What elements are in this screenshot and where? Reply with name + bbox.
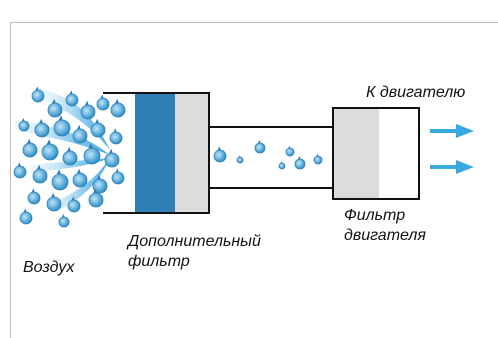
extra-filter [103,92,210,214]
output-arrows [430,124,474,174]
dust-particle [51,173,69,191]
dust-particle-tail [77,168,81,173]
dust-particle-tail [22,118,25,121]
dust-particle-tail [35,86,39,90]
dust-particle-tail [280,161,283,163]
frame-top-border [10,22,498,23]
engine-filter-label-1: Фильтр [344,207,406,224]
dust-particle-tail [51,192,55,197]
dust-particle [32,168,48,184]
dust-particle [67,199,81,213]
dust-particle-tail [97,174,101,179]
dust-particle [72,172,88,188]
dust-particle [80,104,96,120]
dust-particle [110,102,126,118]
dust-particle [254,142,266,154]
dust-particle [285,147,295,157]
dust-particle [22,142,38,158]
dust-particle-tail [258,140,261,143]
dust-particle-tail [17,162,21,166]
dust-particle-tail [95,118,99,123]
connecting-pipe [209,126,333,189]
dust-particle [19,211,33,225]
dust-particle-tail [77,124,81,129]
dust-particle-tail [238,155,241,157]
dust-particle [65,93,79,107]
air-label: Воздух [23,259,75,276]
dust-particle-tail [115,168,119,172]
dust-particle-tail [46,139,51,144]
dust-particle [41,143,59,161]
dust-particle [13,165,27,179]
dust-particle [53,119,71,137]
dust-particle [18,120,30,132]
dust-particle [109,131,123,145]
dust-particle [62,150,78,166]
dust-particle-tail [56,169,61,174]
dust-particle-tail [58,115,63,120]
dust-particle [236,156,244,164]
dust-particle [111,171,125,185]
dust-particles [13,86,323,228]
dust-particle-tail [27,138,31,143]
dust-particle [83,147,101,165]
dust-particle-tail [71,196,75,200]
dust-particle-tail [100,94,104,98]
dust-particle [58,216,70,228]
frame-left-border [10,22,11,338]
dust-particle-tail [316,153,319,156]
dust-particle [104,152,120,168]
dust-particle [90,122,106,138]
dust-particle [278,162,286,170]
extra-filter-label-2: фильтр [128,253,190,270]
dust-particle-tail [62,214,65,217]
dust-particle-tail [52,98,56,103]
dust-particle-tail [88,143,93,148]
dust-particle [294,158,306,170]
dust-particle-tail [115,98,119,103]
dust-particle-tail [85,100,89,105]
extra-filter-label-1: Дополнительный [128,233,261,250]
dust-particle [46,196,62,212]
engine-filter-label-2: двигателя [344,227,426,244]
to-engine-label: К двигателю [366,84,466,101]
dust-particle [88,192,104,208]
dust-particle-tail [31,188,35,192]
dust-particle-tail [109,148,113,153]
dust-particle-tail [217,146,221,150]
dust-particle [31,89,45,103]
dust-particle [27,191,41,205]
dust-particle-tail [288,145,291,148]
engine-filter [332,107,420,200]
dust-particle-tail [93,188,97,193]
dust-particle [34,122,50,138]
dust-particle-tail [113,128,117,132]
dust-particle [213,149,227,163]
dust-particle-tail [67,146,71,151]
dust-particle-tail [23,208,27,212]
dust-particle [72,128,88,144]
dust-particle [313,155,323,165]
dust-particle-tail [69,90,73,94]
dust-particle [96,97,110,111]
dust-particle-tail [39,118,43,123]
dust-particle-tail [298,156,301,159]
dust-particle [47,102,63,118]
dust-particle-tail [37,164,41,169]
